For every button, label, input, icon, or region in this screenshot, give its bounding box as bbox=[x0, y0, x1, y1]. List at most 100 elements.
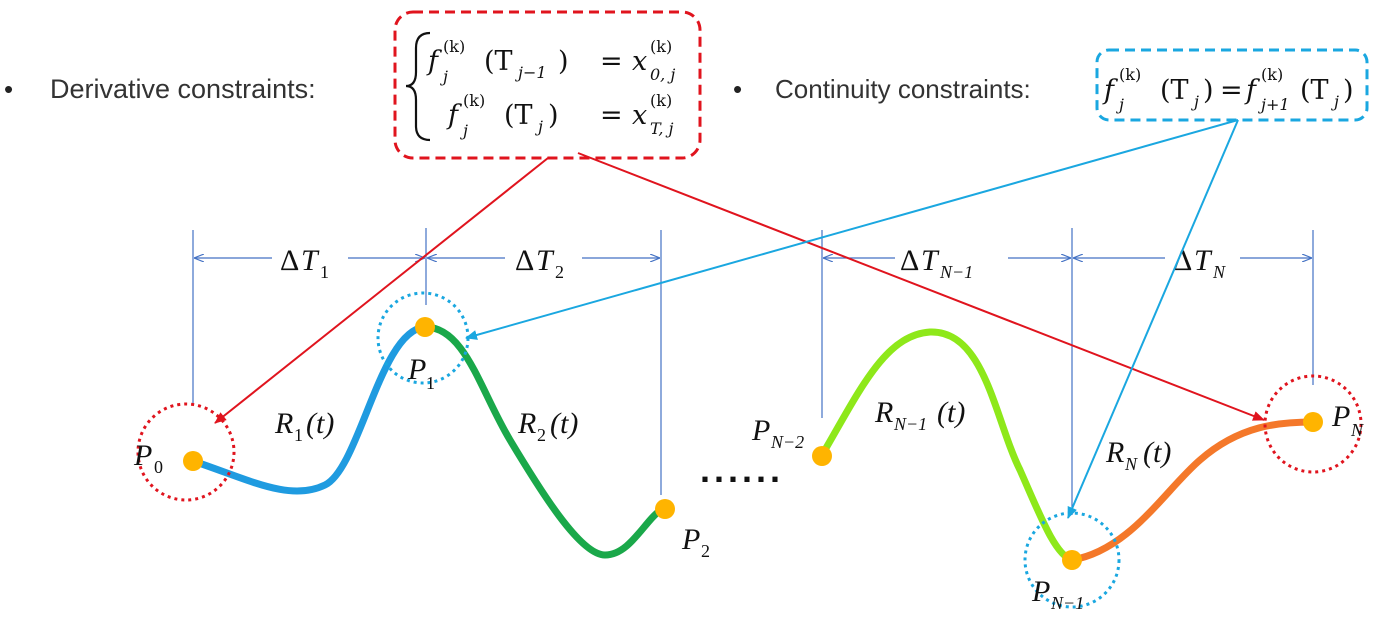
svg-text:=: = bbox=[600, 100, 623, 131]
segment-curve-2 bbox=[421, 323, 665, 559]
continuity-arrow-pn-1 bbox=[1067, 119, 1239, 519]
svg-text:f: f bbox=[426, 46, 442, 77]
continuity-constraints-box bbox=[1095, 48, 1369, 122]
segment-curve-n-1 bbox=[818, 328, 1076, 564]
point-label-pn-2: P N−2 bbox=[751, 414, 804, 452]
interval-label-n: Δ T N bbox=[1173, 244, 1226, 282]
svg-text:j+1: j+1 bbox=[1258, 95, 1290, 114]
svg-text:(T: (T bbox=[1300, 75, 1329, 106]
svg-text:N−1: N−1 bbox=[939, 262, 973, 282]
svg-text:T, j: T, j bbox=[650, 119, 673, 138]
svg-text:N: N bbox=[1124, 454, 1138, 474]
svg-text:=: = bbox=[1220, 75, 1243, 106]
segment-curve-1 bbox=[189, 323, 429, 495]
svg-text:j: j bbox=[460, 121, 468, 140]
svg-text:R: R bbox=[274, 407, 293, 440]
svg-text:j: j bbox=[440, 67, 448, 86]
svg-text:): ) bbox=[558, 46, 569, 77]
svg-text:(T: (T bbox=[484, 46, 513, 77]
svg-text:(k): (k) bbox=[650, 91, 672, 110]
svg-text:P: P bbox=[407, 353, 426, 386]
point-label-p0: P 0 bbox=[133, 439, 163, 477]
svg-text:P: P bbox=[751, 414, 770, 447]
svg-text:(t): (t) bbox=[1143, 436, 1171, 469]
svg-text:N: N bbox=[1350, 420, 1364, 440]
continuity-circle-pn-1 bbox=[1023, 511, 1121, 609]
svg-text:R: R bbox=[874, 396, 893, 429]
svg-text:P: P bbox=[681, 523, 700, 556]
segment-label-r2: R 2 (t) bbox=[517, 407, 578, 445]
svg-text:f: f bbox=[446, 100, 462, 131]
svg-text:Δ: Δ bbox=[280, 244, 299, 277]
svg-text:x: x bbox=[632, 100, 647, 131]
svg-text:Δ: Δ bbox=[900, 244, 919, 277]
svg-text:2: 2 bbox=[701, 541, 710, 561]
svg-text:N: N bbox=[1212, 262, 1226, 282]
derivative-row-end: f (k) j (T j ) = x (k) T, j bbox=[446, 91, 673, 140]
svg-text:R: R bbox=[517, 407, 536, 440]
svg-text:N−2: N−2 bbox=[770, 432, 804, 452]
svg-text:j: j bbox=[535, 117, 543, 136]
svg-text:(k): (k) bbox=[443, 37, 465, 56]
interval-label-1: Δ T 1 bbox=[280, 244, 329, 282]
svg-text:T: T bbox=[921, 244, 940, 277]
continuity-constraints-label: Continuity constraints: bbox=[775, 74, 1031, 104]
svg-text:j: j bbox=[1116, 95, 1124, 114]
svg-text:2: 2 bbox=[537, 425, 546, 445]
svg-text:f: f bbox=[1244, 75, 1260, 106]
derivative-constraints-label: Derivative constraints: bbox=[50, 74, 316, 104]
svg-text:(t): (t) bbox=[550, 407, 578, 440]
svg-text:2: 2 bbox=[555, 262, 564, 282]
svg-text:T: T bbox=[536, 244, 555, 277]
point-label-p2: P 2 bbox=[681, 523, 710, 561]
waypoint-p2 bbox=[655, 499, 675, 519]
svg-text:(k): (k) bbox=[650, 37, 672, 56]
point-label-p1: P 1 bbox=[407, 353, 435, 393]
svg-text:j: j bbox=[1191, 92, 1199, 111]
left-curly-brace bbox=[405, 31, 431, 142]
svg-text:(k): (k) bbox=[1261, 65, 1283, 84]
svg-text:P: P bbox=[1331, 400, 1350, 433]
svg-text:R: R bbox=[1105, 436, 1124, 469]
bullet-dot-derivative: • bbox=[4, 74, 13, 104]
derivative-circle-start bbox=[136, 402, 236, 502]
svg-text:1: 1 bbox=[320, 262, 329, 282]
continuity-arrow-p1 bbox=[465, 119, 1239, 340]
segment-label-rn: R N (t) bbox=[1105, 436, 1171, 474]
svg-text:(T: (T bbox=[504, 100, 533, 131]
svg-text:N−1: N−1 bbox=[1050, 593, 1084, 613]
svg-text:0: 0 bbox=[154, 457, 163, 477]
point-label-pn-1: P N−1 bbox=[1031, 575, 1084, 613]
continuity-equation: f (k) j (T j ) = f (k) j+1 (T j ) bbox=[1102, 65, 1354, 114]
svg-text:N−1: N−1 bbox=[893, 414, 927, 434]
svg-text:P: P bbox=[1031, 575, 1050, 608]
svg-text:1: 1 bbox=[426, 373, 435, 393]
svg-text:0, j: 0, j bbox=[650, 65, 675, 84]
svg-text:x: x bbox=[632, 46, 647, 77]
waypoint-p0 bbox=[183, 451, 203, 471]
waypoint-pn-2 bbox=[812, 446, 832, 466]
svg-text:T: T bbox=[1194, 244, 1213, 277]
derivative-circle-end bbox=[1263, 374, 1363, 474]
svg-text:): ) bbox=[1343, 75, 1354, 106]
svg-text:(t): (t) bbox=[306, 407, 334, 440]
svg-text:(T: (T bbox=[1160, 75, 1189, 106]
waypoint-p1 bbox=[415, 317, 435, 337]
derivative-arrow-start bbox=[214, 157, 549, 424]
svg-text:): ) bbox=[1203, 75, 1214, 106]
point-label-pn: P N bbox=[1331, 400, 1364, 440]
svg-text:(k): (k) bbox=[463, 91, 485, 110]
derivative-row-start: f (k) j (T j−1 ) = x (k) 0, j bbox=[426, 37, 675, 86]
segment-label-rn-1: R N−1 (t) bbox=[874, 396, 965, 434]
svg-text:(k): (k) bbox=[1119, 65, 1141, 84]
svg-text:P: P bbox=[133, 439, 152, 472]
waypoint-pn-1 bbox=[1062, 550, 1082, 570]
svg-text:Δ: Δ bbox=[1173, 244, 1192, 277]
svg-text:(t): (t) bbox=[937, 396, 965, 429]
segment-label-r1: R 1 (t) bbox=[274, 407, 334, 445]
svg-text:=: = bbox=[600, 46, 623, 77]
svg-text:j: j bbox=[1331, 92, 1339, 111]
svg-text:f: f bbox=[1102, 75, 1118, 106]
svg-text:T: T bbox=[301, 244, 320, 277]
